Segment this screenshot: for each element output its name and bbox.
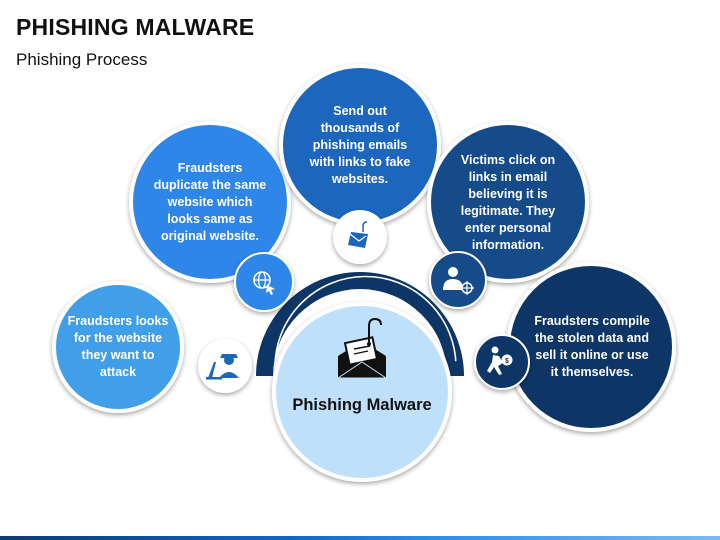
step-2-text: Fraudsters duplicate the same website wh…	[153, 160, 267, 243]
phishing-envelope-hook-icon	[336, 317, 388, 379]
globe-cursor-icon	[234, 252, 294, 312]
flow-arrow	[274, 275, 461, 371]
step-4-text: Victims click on links in email believin…	[460, 153, 556, 252]
center-label: Phishing Malware	[292, 395, 432, 414]
thief-running-icon: $	[474, 334, 530, 390]
page-title: PHISHING MALWARE	[16, 14, 255, 40]
step-3-text: Send out thousands of phishing emails wi…	[309, 103, 411, 186]
footer-bar	[0, 536, 720, 540]
step-1-bubble	[52, 281, 184, 413]
step-1-text: Fraudsters looks for the website they wa…	[67, 314, 169, 379]
step-5-text: Fraudsters compile the stolen data and s…	[534, 314, 650, 379]
page-subtitle: Phishing Process	[16, 50, 148, 69]
email-hook-icon	[333, 210, 387, 264]
svg-text:$: $	[505, 358, 509, 365]
step-4-bubble	[427, 121, 589, 283]
center-circle	[272, 302, 452, 482]
hacker-laptop-icon	[198, 339, 252, 393]
user-target-icon	[429, 251, 487, 309]
step-2-bubble	[129, 121, 291, 283]
